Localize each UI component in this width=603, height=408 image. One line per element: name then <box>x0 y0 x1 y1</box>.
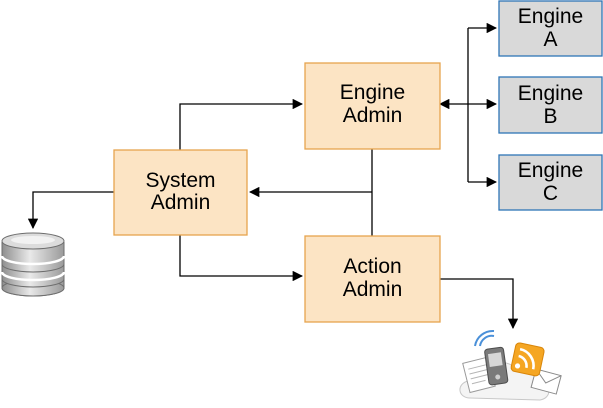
action-admin-label-line1: Action <box>343 255 401 278</box>
engine-c-node: Engine C <box>498 154 603 211</box>
engine-b-label-line2: B <box>543 105 557 128</box>
engine-c-label-line1: Engine <box>518 159 583 182</box>
engine-b-label-line1: Engine <box>518 82 583 105</box>
connector-system-to-database <box>27 191 114 230</box>
notification-cloud-icon <box>459 329 562 401</box>
engine-admin-label-line1: Engine <box>340 81 405 104</box>
action-admin-node: Action Admin <box>304 235 441 323</box>
system-admin-label-line1: System <box>145 169 215 192</box>
engine-admin-node: Engine Admin <box>304 62 441 150</box>
connector-action-to-notification <box>440 278 519 330</box>
connector-system-to-engine-admin <box>179 98 304 150</box>
database-icon <box>0 232 66 297</box>
engine-c-label-line2: C <box>543 182 558 205</box>
engine-a-label-line1: Engine <box>518 5 583 28</box>
system-admin-label-line2: Admin <box>151 191 211 214</box>
connectors <box>27 22 519 330</box>
engine-a-node: Engine A <box>498 0 603 57</box>
system-admin-node: System Admin <box>113 149 248 236</box>
engine-admin-label-line2: Admin <box>343 104 403 127</box>
connector-system-to-action-admin <box>179 235 304 282</box>
engine-a-label-line2: A <box>543 28 557 51</box>
action-admin-label-line2: Admin <box>343 278 403 301</box>
engine-b-node: Engine B <box>498 76 603 134</box>
